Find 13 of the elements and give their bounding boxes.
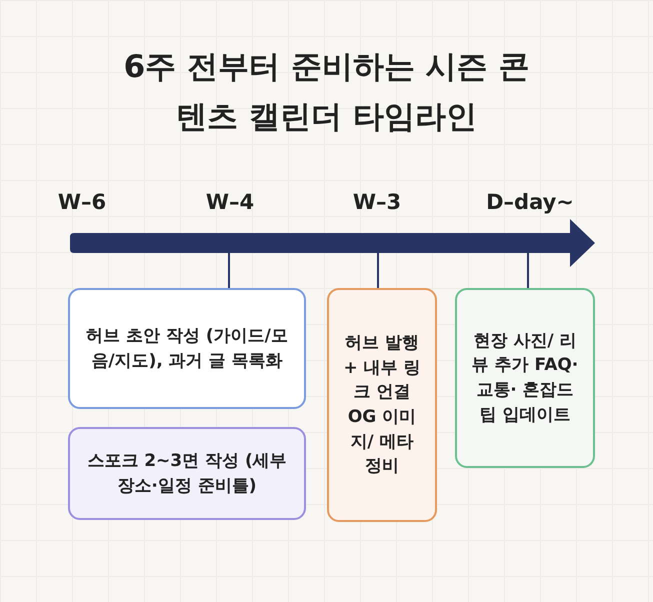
week-label: W–6 [56, 190, 108, 214]
timeline-arrow [70, 219, 595, 267]
task-box: 허브 발행 + 내부 링크 언결 OG 이미지/ 메타 정비 [327, 288, 437, 522]
task-box: 허브 초안 작성 (가이드/모음/지도), 과거 글 목록화 [68, 288, 306, 409]
task-box: 스포크 2~3면 작성 (세부 장소·일정 준비틀) [68, 427, 306, 520]
task-box: 현장 사진/ 리뷰 추가 FAQ·교통· 혼잡드 팁 입데이트 [455, 288, 595, 468]
week-label: W–4 [204, 190, 256, 214]
connector-line [377, 253, 379, 288]
week-label: W–3 [352, 190, 402, 214]
week-label: D–day~ [485, 190, 575, 214]
connector-line [228, 253, 230, 288]
title: 6주 전부터 준비하는 시즌 콘텐츠 캘린더 타임라인 [122, 48, 530, 137]
connector-line [527, 253, 529, 288]
